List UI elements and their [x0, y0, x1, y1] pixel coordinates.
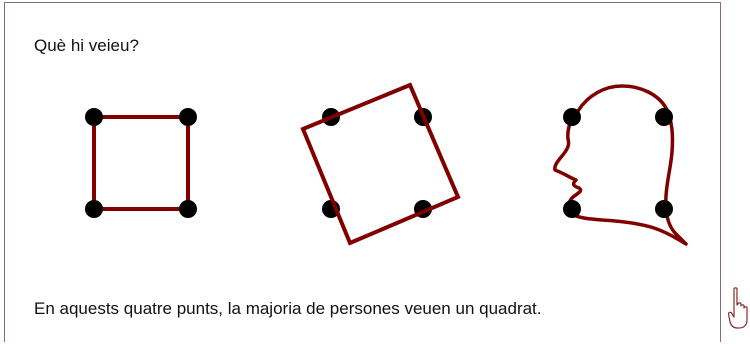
dot [85, 108, 103, 126]
tilted-square-outline [300, 82, 461, 246]
head-outline [553, 84, 688, 246]
hand-pointer-icon[interactable] [728, 287, 748, 329]
dot [563, 108, 581, 126]
dot [85, 200, 103, 218]
figure-tilted-square [300, 82, 461, 246]
slide-frame [4, 2, 721, 342]
dot [179, 200, 197, 218]
dot [179, 108, 197, 126]
square-outline [92, 115, 190, 211]
dot [655, 108, 673, 126]
question-text: Què hi veieu? [34, 36, 139, 55]
figure-head-profile [553, 84, 688, 246]
caption-text: En aquests quatre punts, la majoria de p… [34, 299, 542, 318]
figure-square [85, 108, 197, 218]
dot [655, 200, 673, 218]
dot [563, 200, 581, 218]
